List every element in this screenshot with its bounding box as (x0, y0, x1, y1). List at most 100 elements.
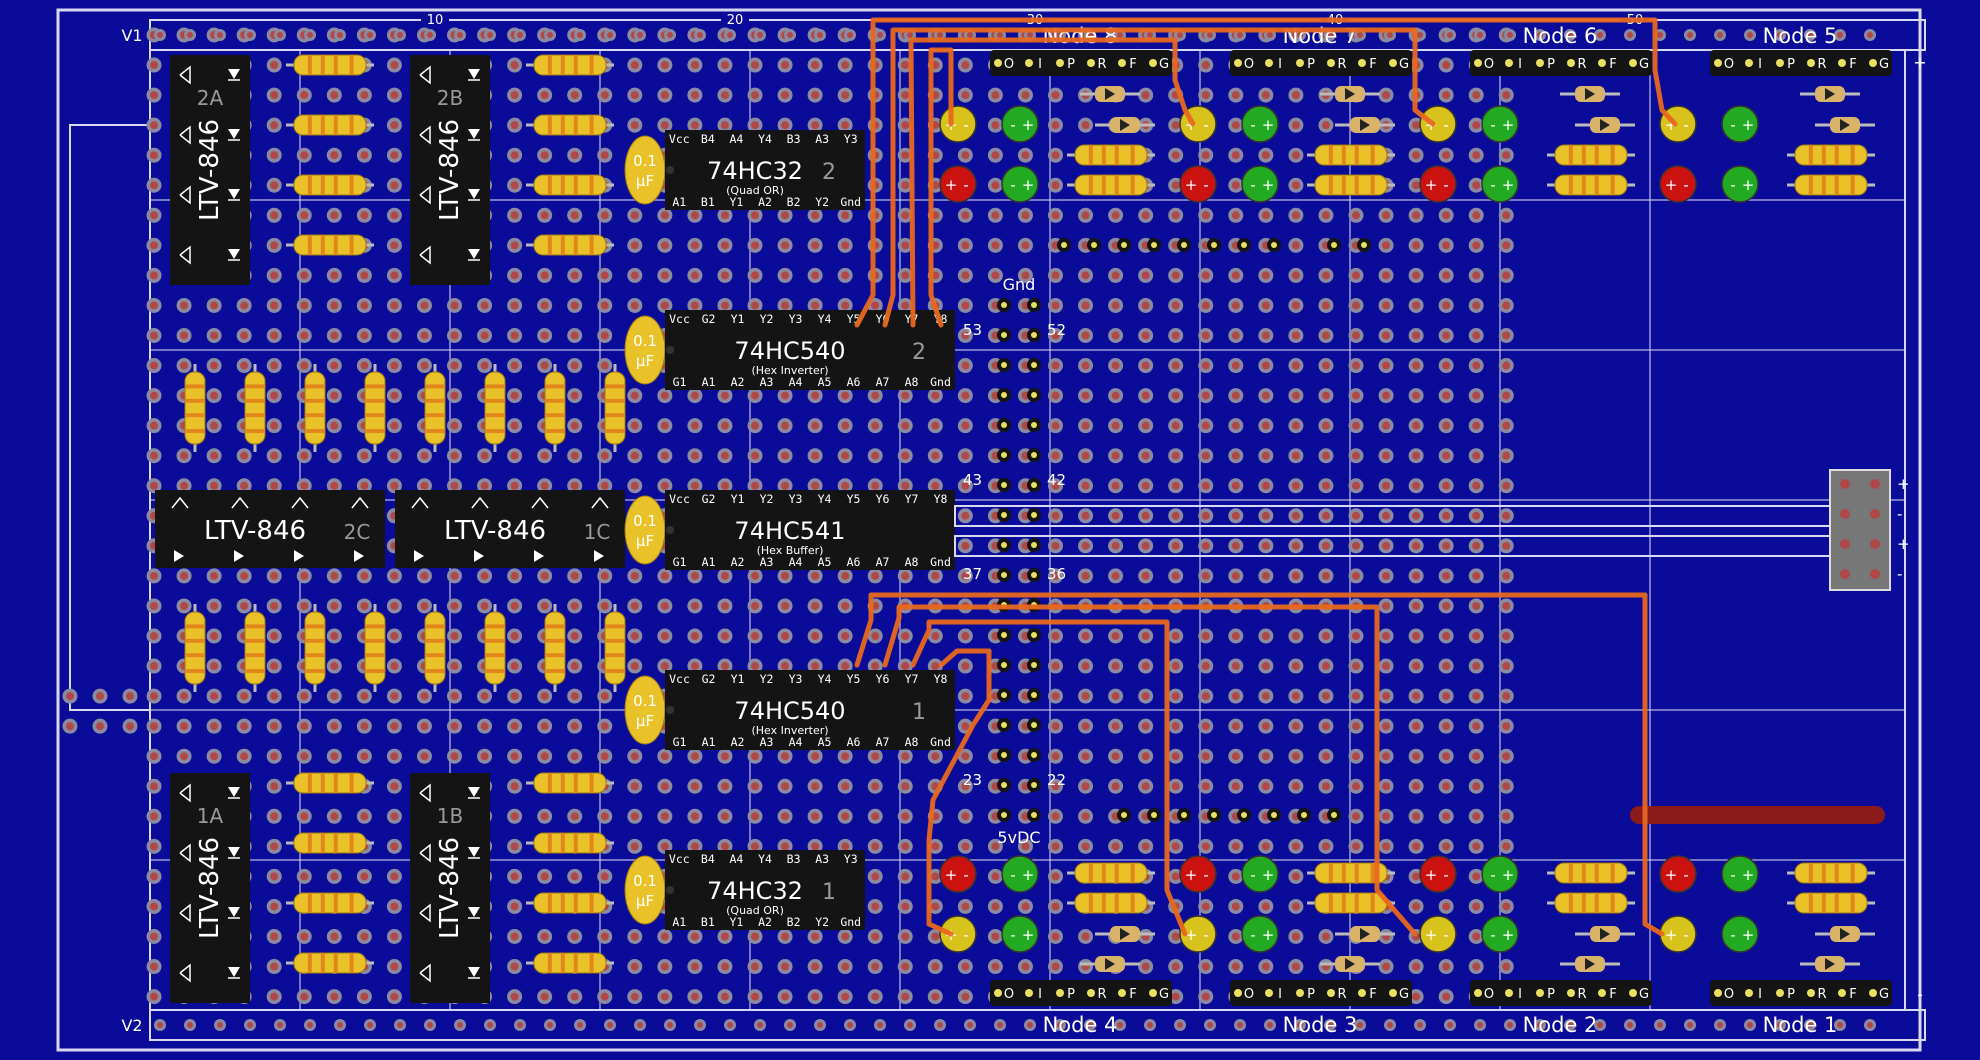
pad-hole (751, 601, 759, 610)
pad-hole (1171, 662, 1180, 671)
pad-hole (901, 842, 910, 851)
resistor-band (573, 833, 578, 853)
ic-pin-label-top: Vcc (669, 132, 690, 146)
pad-hole (991, 211, 1000, 220)
connector-pin (1776, 989, 1784, 997)
opto-part-label: LTV-846 (195, 119, 225, 221)
power-terminal-block: +-+- (1829, 469, 1910, 591)
pad-hole (1111, 331, 1120, 340)
pad-hole (420, 301, 429, 310)
pad-hole (600, 992, 609, 1001)
connector-pin-label: I (1038, 987, 1042, 1002)
pad-hole (1201, 211, 1210, 220)
pad-hole (931, 962, 940, 971)
pad-hole (300, 722, 309, 731)
diode-symbol (468, 847, 480, 857)
transistor-symbol (351, 496, 369, 509)
pad-hole (1081, 361, 1090, 370)
pad-hole (300, 211, 309, 220)
pad-hole (1472, 121, 1481, 130)
connector-pin-label: P (1307, 57, 1315, 72)
ic-pin-label-top: Y4 (758, 852, 772, 866)
pad-hole (600, 91, 609, 100)
pad-hole (210, 331, 219, 340)
pad-hole (961, 782, 970, 791)
pad-hole (1502, 692, 1511, 701)
resistor-band (1834, 175, 1839, 195)
pad-hole (1412, 541, 1421, 550)
terminal-sign: + (1897, 535, 1910, 553)
header-pin-center (1031, 692, 1037, 698)
jumper-bar (1630, 806, 1885, 824)
connector-pin (1234, 59, 1242, 67)
pad-hole (1291, 902, 1300, 911)
diode-symbol (228, 249, 240, 259)
pad-hole (811, 301, 820, 310)
diode (1800, 956, 1860, 972)
pad-hole (1412, 361, 1421, 370)
pad-hole (991, 121, 1000, 130)
pad-hole (1231, 541, 1240, 550)
pad-hole (540, 692, 549, 701)
pad-hole (300, 481, 309, 490)
pad-hole (1081, 541, 1090, 550)
pad-hole (1352, 662, 1360, 671)
led-sign: + (1742, 176, 1755, 194)
pad-hole (390, 992, 399, 1001)
connector-pin-label: R (1337, 987, 1346, 1002)
pad-hole (420, 361, 429, 370)
pad-hole (1442, 211, 1451, 220)
pad-hole (600, 812, 609, 821)
pad-hole (270, 301, 279, 310)
led-yellow: +- (939, 915, 977, 953)
pad-hole (1291, 571, 1300, 580)
resistor-band (349, 235, 354, 255)
header-pin-center (1001, 452, 1007, 458)
pad-hole (901, 571, 910, 580)
resistor-body (1554, 892, 1628, 914)
led-green: -+ (1001, 105, 1039, 143)
pad-hole (660, 421, 669, 430)
pad-hole (901, 391, 910, 400)
ic-pin-label-bottom: G1 (673, 735, 687, 749)
rail-pad-hole (427, 1022, 433, 1028)
pad-hole (1321, 421, 1330, 430)
resistor-band (1568, 893, 1573, 913)
pad-hole (480, 301, 489, 310)
pad-hole (570, 692, 579, 701)
pad-hole (1051, 902, 1060, 911)
pad-hole (720, 601, 729, 610)
connector-pin (1389, 59, 1397, 67)
resistor-band (589, 235, 594, 255)
transistor-symbol (419, 783, 431, 803)
ic-pin-label-top: Y1 (731, 492, 745, 506)
resistor-body (533, 892, 607, 914)
pad-hole (1171, 752, 1180, 761)
diode (1575, 926, 1635, 942)
pad-hole (1321, 121, 1330, 130)
diode-mark (1585, 88, 1595, 100)
resistor-band (185, 638, 205, 643)
pad-hole (1231, 662, 1240, 671)
resistor-band (333, 953, 338, 973)
led-sign: + (1022, 116, 1035, 134)
pad-hole (1021, 962, 1030, 971)
pad-hole (1412, 331, 1421, 340)
resistor-band (589, 833, 594, 853)
ic-pin-label-top: Y3 (789, 492, 803, 506)
ic-pin-label-bottom: A4 (789, 375, 803, 389)
test-point-center (1361, 242, 1367, 248)
diode (1575, 117, 1635, 133)
resistor-band (349, 833, 354, 853)
pad-hole (1352, 571, 1360, 580)
pad-hole (1472, 331, 1481, 340)
pad-hole (1261, 481, 1270, 490)
pad-hole (1472, 301, 1481, 310)
resistor-body (293, 832, 367, 854)
pad-hole (570, 601, 579, 610)
ic-pin-label-top: Vcc (669, 672, 690, 686)
pad-hole (720, 812, 729, 821)
resistor-body (1314, 892, 1388, 914)
pad-hole (150, 301, 158, 310)
led-green: -+ (1001, 855, 1039, 893)
